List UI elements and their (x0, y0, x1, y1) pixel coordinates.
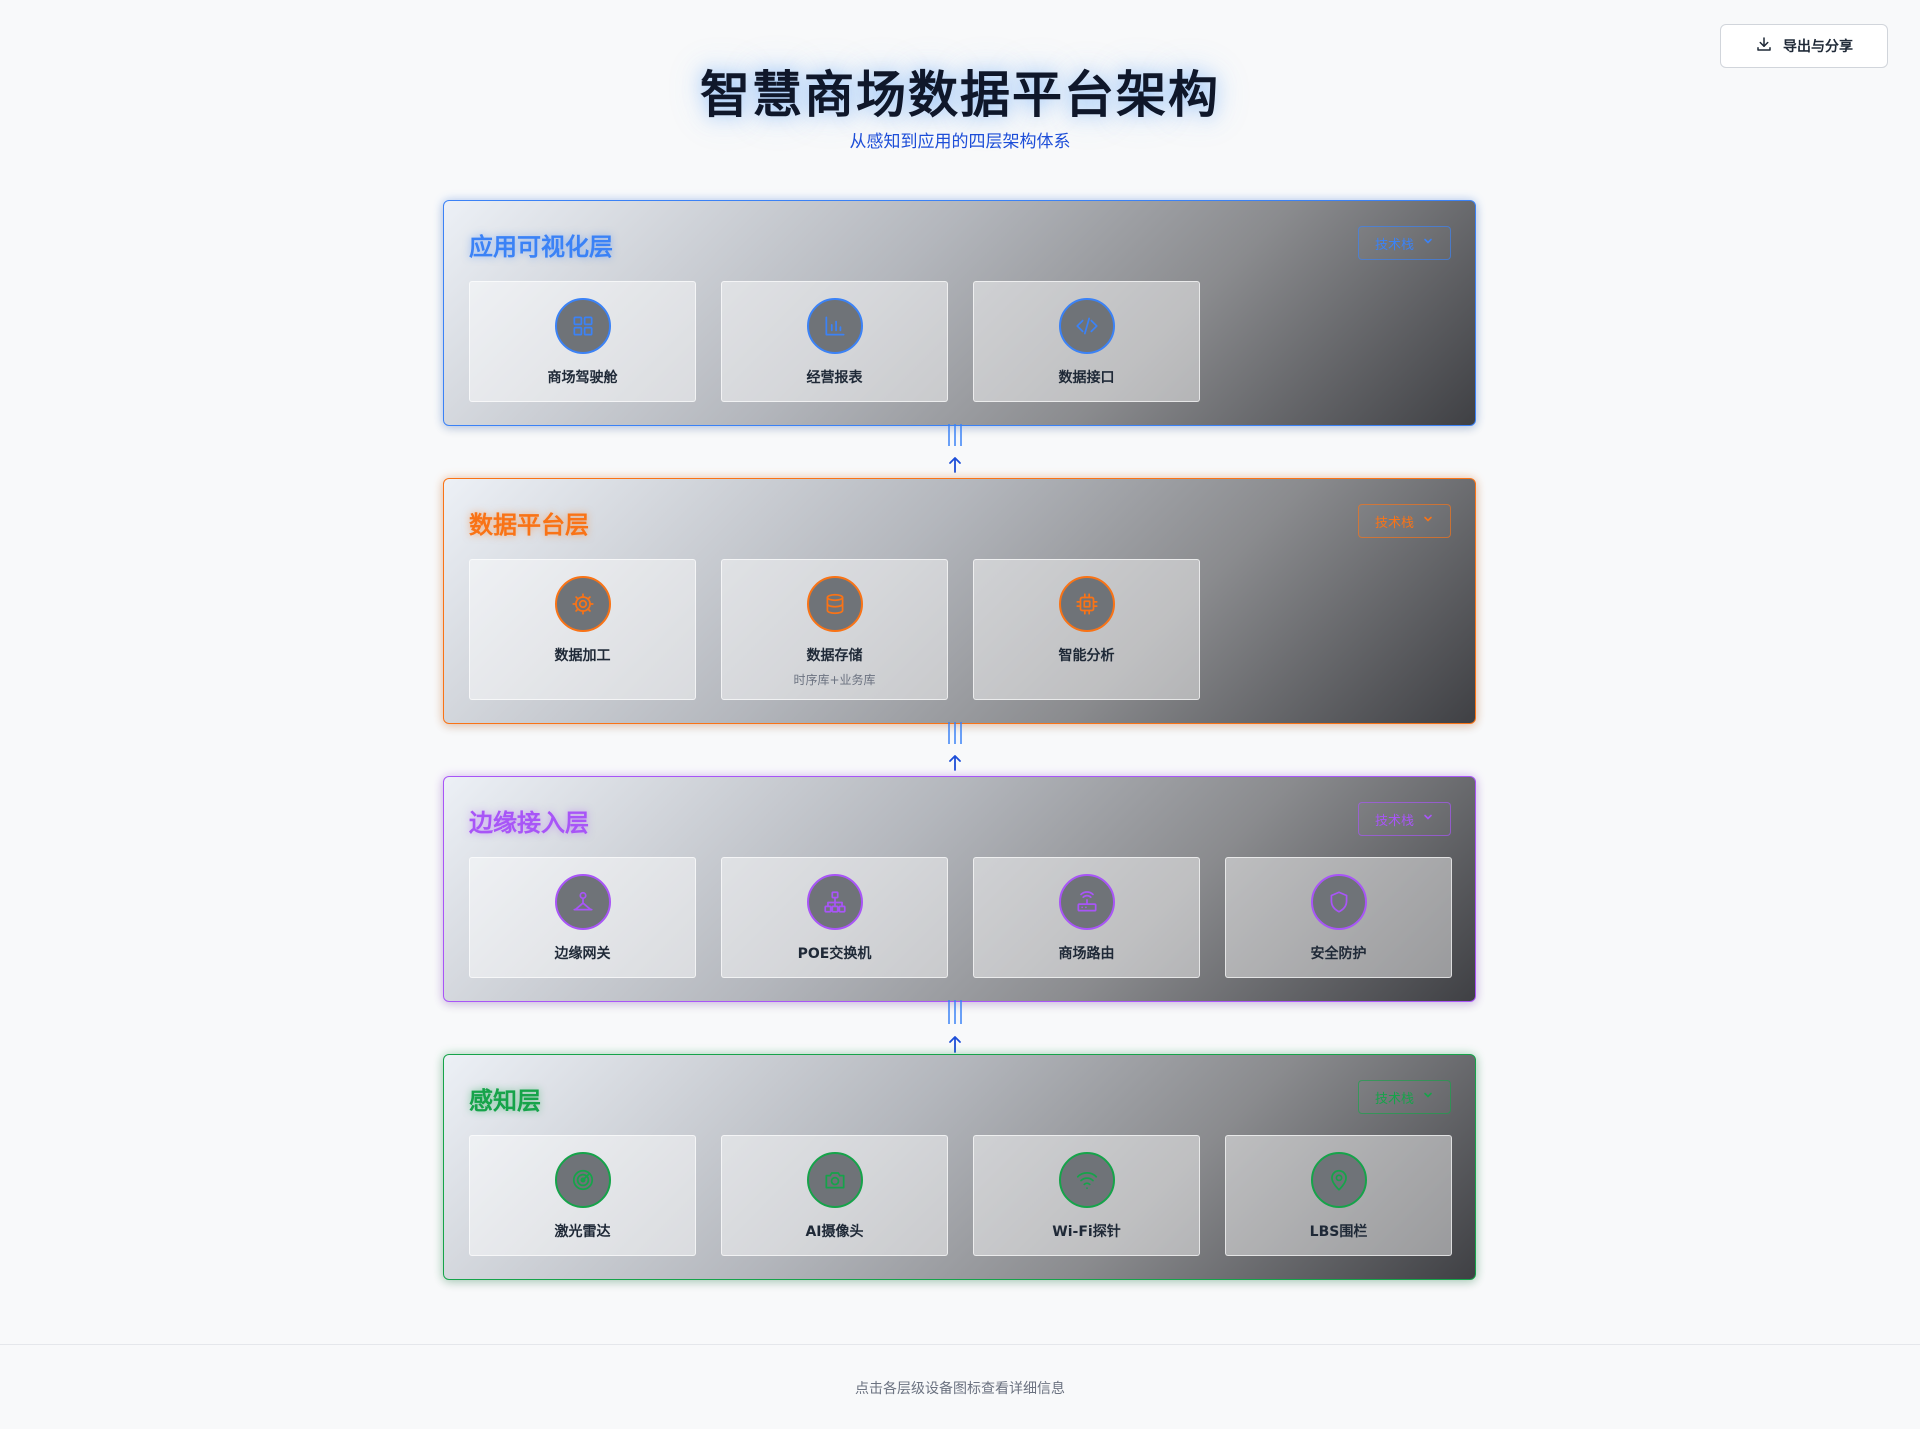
layer-title: 应用可视化层 (469, 233, 613, 261)
card-label: LBS围栏 (1309, 1224, 1368, 1240)
chevron-down-icon (1422, 1089, 1434, 1105)
card-label: POE交换机 (797, 946, 872, 962)
card-sublabel: 时序库+业务库 (793, 673, 876, 687)
radar-icon (554, 1152, 611, 1208)
device-card[interactable]: 激光雷达 (469, 1135, 696, 1256)
device-card[interactable]: 商场路由 (973, 857, 1200, 978)
code-icon (1058, 298, 1115, 354)
device-card[interactable]: 边缘网关 (469, 857, 696, 978)
layer-connector (944, 424, 976, 474)
export-share-button[interactable]: 导出与分享 (1720, 24, 1888, 68)
gear-icon (554, 576, 611, 632)
wifi-icon (1058, 1152, 1115, 1208)
download-icon (1755, 35, 1773, 57)
layer-edge-access: 边缘接入层 技术栈 边缘网关 POE交换机 商场路由 安全防护 (443, 776, 1476, 1002)
tech-stack-button[interactable]: 技术栈 (1358, 504, 1451, 538)
tech-stack-label: 技术栈 (1374, 813, 1414, 829)
card-label: 商场驾驶舱 (547, 370, 618, 386)
camera-icon (806, 1152, 863, 1208)
tech-stack-button[interactable]: 技术栈 (1358, 226, 1451, 260)
chevron-down-icon (1422, 811, 1434, 827)
tech-stack-label: 技术栈 (1374, 1091, 1414, 1107)
chevron-down-icon (1422, 513, 1434, 529)
device-card[interactable]: Wi-Fi探针 (973, 1135, 1200, 1256)
tech-stack-button[interactable]: 技术栈 (1358, 1080, 1451, 1114)
gateway-icon (554, 874, 611, 930)
page-subtitle: 从感知到应用的四层架构体系 (849, 132, 1071, 152)
shield-icon (1310, 874, 1367, 930)
card-label: 数据加工 (554, 648, 611, 664)
card-label: 数据接口 (1058, 370, 1115, 386)
layer-title: 感知层 (469, 1087, 541, 1115)
tech-stack-button[interactable]: 技术栈 (1358, 802, 1451, 836)
card-label: 激光雷达 (554, 1224, 611, 1240)
location-icon (1310, 1152, 1367, 1208)
card-label: 边缘网关 (554, 946, 611, 962)
footer-divider (0, 1344, 1920, 1345)
chevron-down-icon (1422, 235, 1434, 251)
device-card[interactable]: 经营报表 (721, 281, 948, 402)
page-title: 智慧商场数据平台架构 (700, 66, 1220, 124)
dashboard-icon (554, 298, 611, 354)
device-card[interactable]: 数据存储 时序库+业务库 (721, 559, 948, 700)
tech-stack-label: 技术栈 (1374, 237, 1414, 253)
device-card[interactable]: 安全防护 (1225, 857, 1452, 978)
device-card[interactable]: POE交换机 (721, 857, 948, 978)
device-card[interactable]: 数据加工 (469, 559, 696, 700)
card-label: AI摄像头 (805, 1224, 864, 1240)
device-card[interactable]: 商场驾驶舱 (469, 281, 696, 402)
layer-application: 应用可视化层 技术栈 商场驾驶舱 经营报表 数据接口 (443, 200, 1476, 426)
layer-data-platform: 数据平台层 技术栈 数据加工 数据存储 时序库+业务库 智能分析 (443, 478, 1476, 724)
device-card[interactable]: AI摄像头 (721, 1135, 948, 1256)
card-label: Wi-Fi探针 (1052, 1224, 1121, 1240)
cpu-icon (1058, 576, 1115, 632)
router-icon (1058, 874, 1115, 930)
layer-connector (944, 722, 976, 772)
card-label: 安全防护 (1310, 946, 1367, 962)
bar-chart-icon (806, 298, 863, 354)
device-card[interactable]: 智能分析 (973, 559, 1200, 700)
tech-stack-label: 技术栈 (1374, 515, 1414, 531)
layer-perception: 感知层 技术栈 激光雷达 AI摄像头 Wi-Fi探针 LBS围 (443, 1054, 1476, 1280)
card-label: 智能分析 (1058, 648, 1115, 664)
layer-title: 数据平台层 (469, 511, 589, 539)
card-label: 数据存储 (806, 648, 863, 664)
layer-title: 边缘接入层 (469, 809, 589, 837)
export-share-label: 导出与分享 (1783, 39, 1853, 55)
footer-hint: 点击各层级设备图标查看详细信息 (855, 1381, 1065, 1397)
device-card[interactable]: LBS围栏 (1225, 1135, 1452, 1256)
card-label: 经营报表 (806, 370, 863, 386)
card-label: 商场路由 (1058, 946, 1115, 962)
layer-connector (944, 1000, 976, 1054)
network-icon (806, 874, 863, 930)
device-card[interactable]: 数据接口 (973, 281, 1200, 402)
database-icon (806, 576, 863, 632)
